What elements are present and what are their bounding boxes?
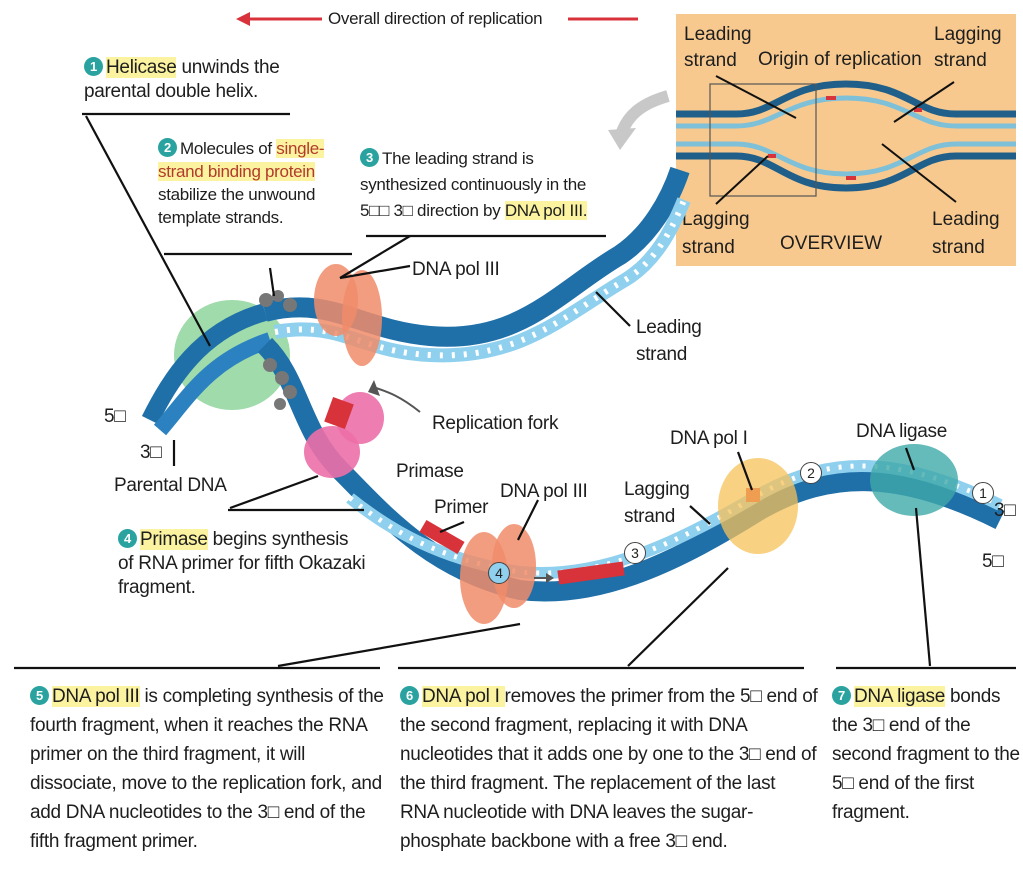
label-dna-pol-i: DNA pol I: [670, 427, 748, 451]
step-badge-6: 6: [400, 686, 419, 705]
zoom-arrow-icon: [622, 96, 668, 132]
label-leading-strand: Leading strand: [636, 314, 702, 368]
step-2-text: stabilize the unwound template strands.: [158, 185, 315, 227]
label-primase: Primase: [396, 460, 464, 484]
fragment-marker-4: 4: [488, 562, 510, 584]
label-replication-fork: Replication fork: [432, 412, 558, 436]
dna-pol-iii-top-shape: [314, 264, 382, 366]
dna-ligase-shape: [870, 444, 958, 516]
label-five-prime-left: 5□: [104, 405, 125, 429]
label-parental-dna: Parental DNA: [114, 474, 227, 498]
step-badge-5: 5: [30, 686, 49, 705]
step-7-highlight: DNA ligase: [854, 686, 945, 707]
fragment-marker-1: 1: [972, 482, 994, 504]
fragment-marker-2: 2: [800, 462, 822, 484]
step-3-highlight: DNA pol III.: [505, 201, 587, 220]
step-2-pre: Molecules of: [180, 139, 276, 158]
step-badge-4: 4: [118, 529, 137, 548]
label-lagging-strand: Lagging strand: [624, 476, 690, 530]
fork-pointer-icon: [376, 388, 420, 412]
step-1-highlight: Helicase: [106, 57, 176, 78]
label-dna-pol-iii-bottom: DNA pol III: [500, 480, 588, 504]
label-three-prime-right: 3□: [994, 499, 1015, 523]
step-5-text: is completing synthesis of the fourth fr…: [30, 686, 384, 852]
label-primer: Primer: [434, 496, 488, 520]
step-badge-3: 3: [360, 148, 379, 167]
dna-pol-i-shape: [718, 458, 798, 554]
step-badge-1: 1: [84, 57, 103, 76]
label-three-prime-left: 3□: [140, 441, 161, 465]
step-badge-7: 7: [832, 686, 851, 705]
step-6-highlight: DNA pol I: [422, 686, 505, 707]
label-dna-pol-iii-top: DNA pol III: [412, 258, 500, 282]
label-dna-ligase: DNA ligase: [856, 420, 947, 444]
fragment-marker-3: 3: [624, 542, 646, 564]
step-badge-2: 2: [158, 138, 177, 157]
label-five-prime-right: 5□: [982, 550, 1003, 574]
step-6-text: removes the primer from the 5□ end of th…: [400, 686, 818, 852]
step-5-highlight: DNA pol III: [52, 686, 140, 707]
step-4-highlight: Primase: [140, 529, 208, 550]
